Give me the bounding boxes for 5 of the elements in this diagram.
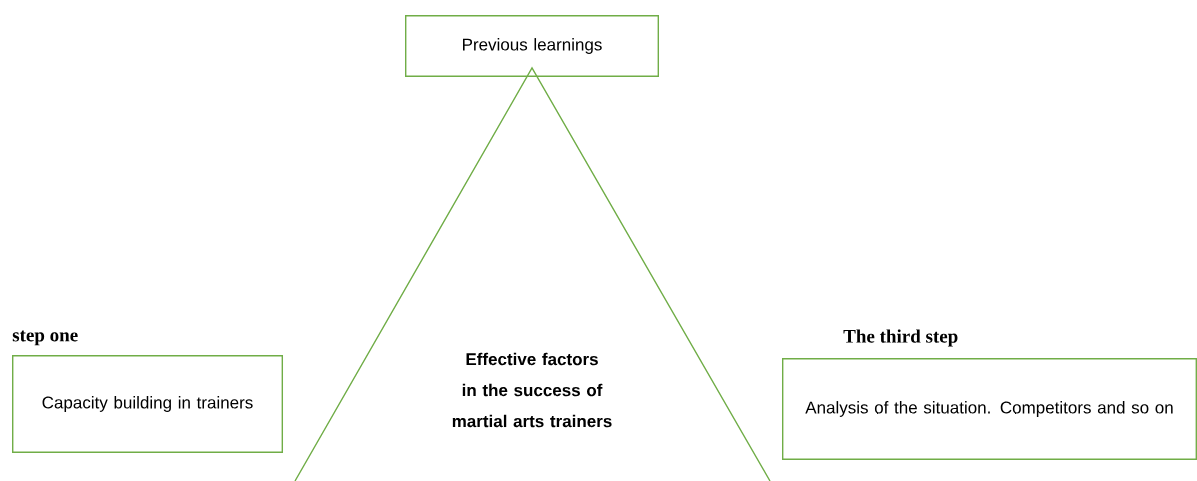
heading: step one [12, 330, 78, 346]
text-box: Analysis of the situation. Competitors and so on [782, 358, 1197, 460]
text-box: Capacity building in trainers [12, 355, 283, 453]
heading: The third step [843, 329, 958, 347]
text-box: Previous learnings [405, 15, 659, 77]
